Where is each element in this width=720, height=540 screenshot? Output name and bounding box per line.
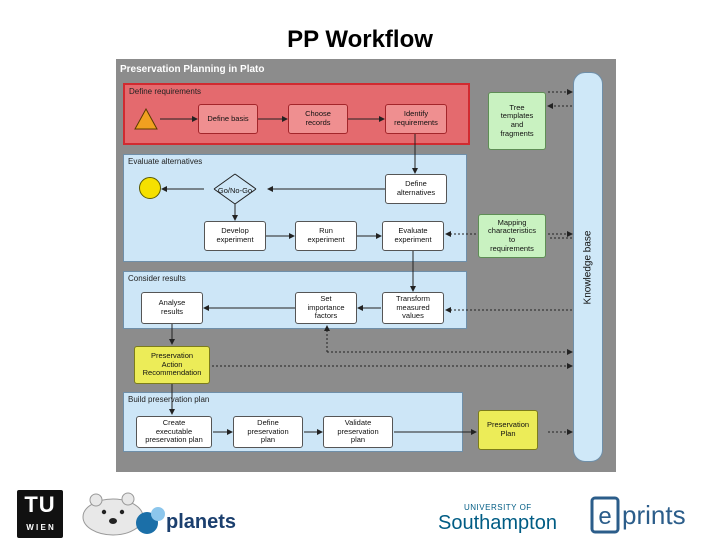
choose-records-box[interactable]: Choose records (288, 104, 348, 134)
evaluate-experiment-box[interactable]: Evaluate experiment (382, 221, 444, 251)
preservation-plan-box[interactable]: Preservation Plan (478, 410, 538, 450)
identify-requirements-box[interactable]: Identify requirements (385, 104, 447, 134)
workflow-diagram: Preservation Planning in Plato Define re… (116, 59, 616, 472)
start-triangle-icon (134, 108, 158, 130)
validate-preservation-plan-box[interactable]: Validate preservation plan (323, 416, 393, 448)
define-preservation-plan-box[interactable]: Define preservation plan (233, 416, 303, 448)
phase-label: Evaluate alternatives (128, 157, 203, 166)
phase-label: Consider results (128, 274, 186, 283)
knowledge-base-bar: Knowledge base (573, 72, 603, 462)
go-no-go-box[interactable]: Go/No-Go (217, 185, 253, 195)
develop-experiment-box[interactable]: Develop experiment (204, 221, 266, 251)
svg-text:e: e (598, 503, 611, 530)
tu-wien-logo: TU W I E N (17, 490, 63, 538)
eprints-e-icon: e (590, 496, 620, 534)
slide-title: PP Workflow (287, 26, 433, 53)
planets-logo-icon (136, 507, 165, 534)
phase-label: Build preservation plan (128, 395, 210, 404)
mapping-characteristics-box[interactable]: Mapping characteristics to requirements (478, 214, 546, 258)
bear-mascot-icon (82, 492, 144, 536)
define-basis-box[interactable]: Define basis (198, 104, 258, 134)
run-experiment-box[interactable]: Run experiment (295, 221, 357, 251)
define-alternatives-box[interactable]: Define alternatives (385, 174, 447, 204)
phase-label: Define requirements (129, 87, 202, 96)
transform-values-box[interactable]: Transform measured values (382, 292, 444, 324)
start-circle-icon (139, 177, 161, 199)
create-executable-plan-box[interactable]: Create executable preservation plan (136, 416, 212, 448)
diagram-title: Preservation Planning in Plato (120, 64, 265, 75)
set-importance-factors-box[interactable]: Set importance factors (295, 292, 357, 324)
tree-templates-box[interactable]: Tree templates and fragments (488, 92, 546, 150)
analyse-results-box[interactable]: Analyse results (141, 292, 203, 324)
recommendation-box[interactable]: Preservation Action Recommendation (134, 346, 210, 384)
eprints-logo: e prints (590, 496, 700, 536)
southampton-logo: UNIVERSITY OF Southampton (438, 503, 557, 534)
planets-logo-text: planets (166, 511, 237, 533)
